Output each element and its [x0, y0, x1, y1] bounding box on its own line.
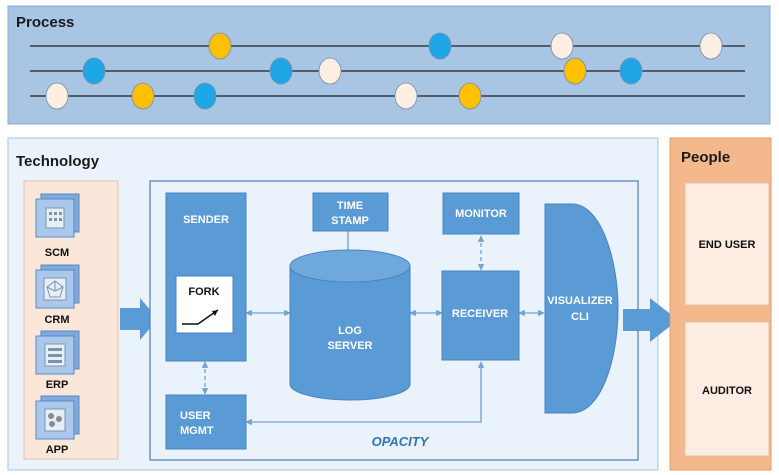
people-icon: [44, 408, 66, 432]
user-mgmt-label-2: MGMT: [180, 425, 214, 437]
receiver-box: RECEIVER: [441, 270, 520, 361]
log-server-label-2: SERVER: [327, 340, 372, 352]
process-dot-yellow: [208, 32, 232, 60]
process-dot-yellow: [563, 57, 587, 85]
user-mgmt-label-1: USER: [180, 410, 211, 422]
app-label-scm: SCM: [45, 247, 69, 259]
app-label-crm: CRM: [44, 314, 69, 326]
technology-title: Technology: [16, 153, 100, 170]
app-item-crm: CRM: [35, 264, 80, 326]
visualizer-label-1: VISUALIZER: [547, 295, 612, 307]
fork-icon: [182, 309, 219, 325]
log-server-label-1: LOG: [338, 325, 362, 337]
usermgmt-receiver-connector: [245, 361, 485, 426]
people-title: People: [681, 149, 730, 166]
process-panel: Process: [7, 5, 771, 125]
process-title: Process: [16, 14, 74, 31]
opacity-to-people-arrow: [623, 298, 678, 342]
process-dot-yellow: [458, 82, 482, 110]
process-dots: [45, 32, 723, 110]
app-label-app: APP: [46, 444, 69, 456]
log-server-cylinder: LOG SERVER: [289, 249, 411, 401]
process-dot-blue: [269, 57, 293, 85]
process-dot-blue: [193, 82, 217, 110]
app-label-erp: ERP: [46, 379, 69, 391]
process-dot-blue: [428, 32, 452, 60]
monitor-box: MONITOR: [442, 192, 520, 235]
process-dot-white: [699, 32, 723, 60]
process-dot-yellow: [131, 82, 155, 110]
app-item-erp: ERP: [35, 330, 80, 391]
role-label-auditor: AUDITOR: [702, 385, 752, 397]
building-icon: [45, 207, 65, 229]
timestamp-box: TIME STAMP: [312, 192, 389, 232]
app-item-scm: SCM: [35, 193, 80, 259]
process-dot-white: [318, 57, 342, 85]
network-icon: [43, 277, 67, 301]
timestamp-label-1: TIME: [337, 200, 363, 212]
list-icon: [44, 343, 66, 367]
monitor-label: MONITOR: [455, 208, 507, 220]
fork-label: FORK: [188, 286, 219, 298]
role-end-user: END USER: [684, 182, 770, 306]
role-label-end-user: END USER: [699, 239, 756, 251]
receiver-label: RECEIVER: [452, 308, 508, 320]
process-dot-blue: [82, 57, 106, 85]
app-item-app: APP: [35, 395, 80, 456]
people-panel: People END USER AUDITOR: [669, 137, 772, 471]
visualizer-cli-box: VISUALIZER CLI: [544, 203, 619, 414]
process-dot-white: [394, 82, 418, 110]
visualizer-label-2: CLI: [571, 311, 589, 323]
technology-panel: Technology SCM CRM: [7, 137, 678, 471]
process-dot-blue: [619, 57, 643, 85]
opacity-title: OPACITY: [372, 434, 430, 449]
sender-label: SENDER: [183, 214, 229, 226]
apps-to-opacity-arrow: [120, 298, 158, 340]
process-dot-white: [550, 32, 574, 60]
sender-box: SENDER FORK: [165, 192, 247, 362]
timestamp-label-2: STAMP: [331, 215, 369, 227]
user-mgmt-box: USER MGMT: [165, 394, 247, 450]
role-auditor: AUDITOR: [684, 321, 770, 457]
process-dot-white: [45, 82, 69, 110]
